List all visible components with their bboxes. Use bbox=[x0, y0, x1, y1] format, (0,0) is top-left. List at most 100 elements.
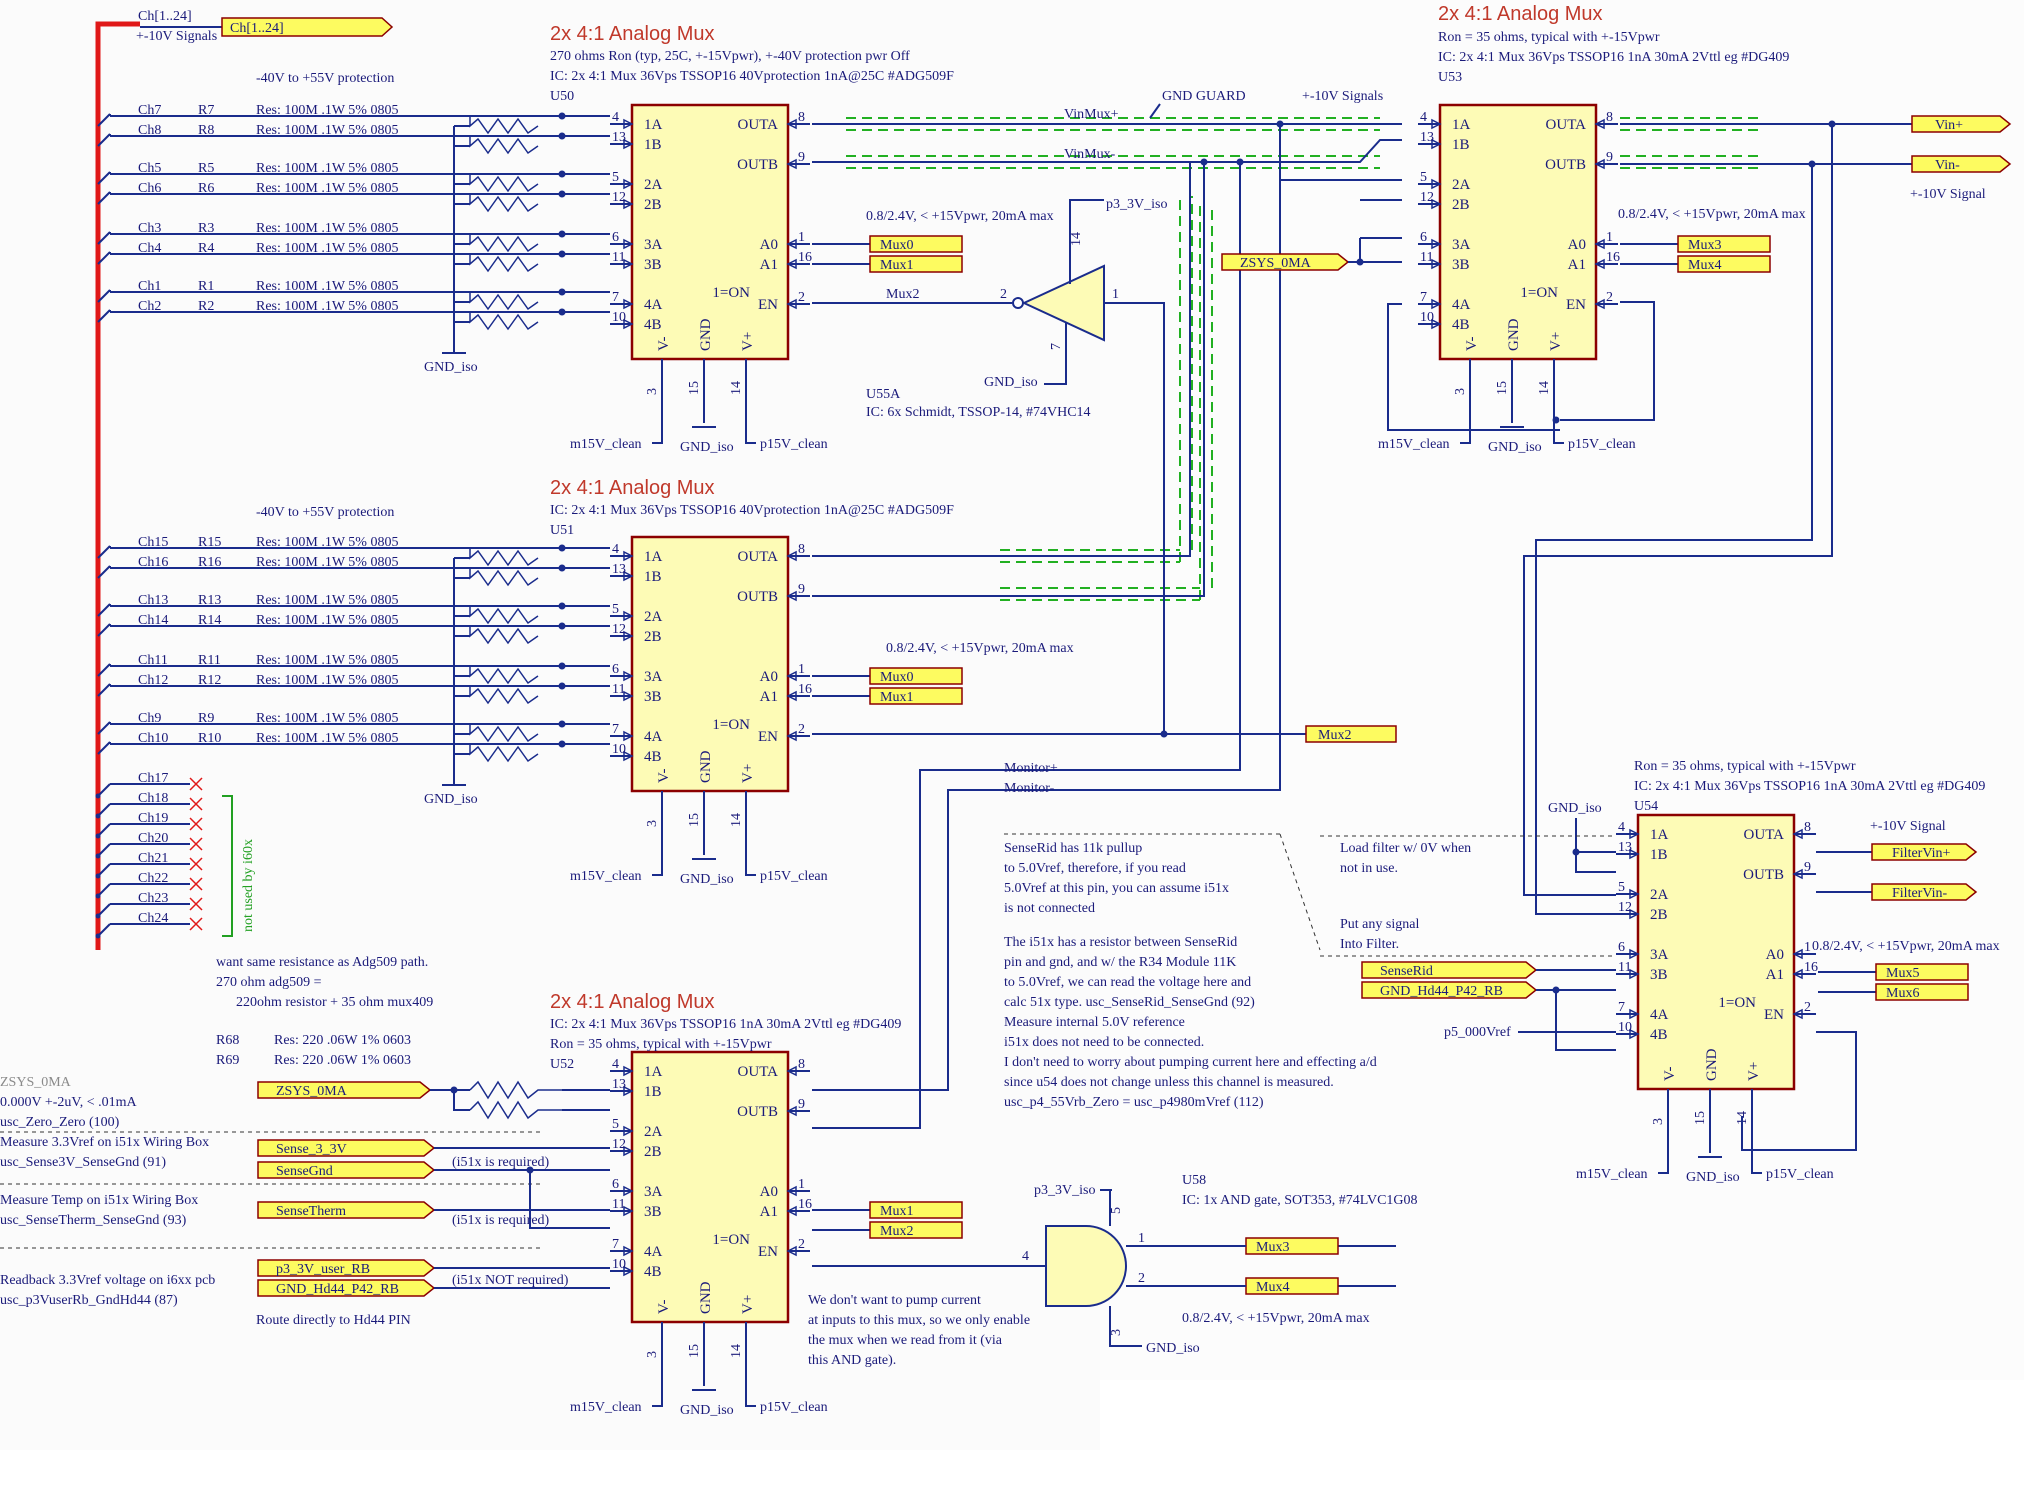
bus-entry bbox=[97, 289, 111, 303]
gndhd-port-u54: GND_Hd44_P42_RB bbox=[1380, 984, 1503, 999]
u51-title: 2x 4:1 Analog Mux bbox=[550, 477, 715, 499]
u50-ch-label: Ch7 bbox=[138, 103, 161, 118]
pin-number: 16 bbox=[798, 1197, 812, 1212]
no-connect bbox=[189, 817, 203, 831]
u52-same: want same resistance as Adg509 path. bbox=[216, 955, 428, 970]
select-port-label: Mux3 bbox=[1256, 1240, 1289, 1255]
u52-ref: U52 bbox=[550, 1057, 574, 1072]
pin-arrow bbox=[623, 298, 634, 310]
pin-arrow bbox=[623, 1125, 634, 1137]
junction bbox=[95, 873, 101, 879]
pin-arrow bbox=[623, 1145, 634, 1157]
unused-ch-label: Ch20 bbox=[138, 831, 168, 846]
select-port-label: Mux6 bbox=[1886, 986, 1919, 1001]
note-3: 5.0Vref at this pin, you can assume i51x bbox=[1004, 881, 1229, 896]
u54-signal-note: +-10V Signal bbox=[1870, 819, 1946, 834]
unused-ch-label: Ch18 bbox=[138, 791, 168, 806]
u50-ch-label: Ch5 bbox=[138, 161, 161, 176]
pin-name: 4B bbox=[644, 317, 662, 333]
bus-label: Ch[1..24] bbox=[138, 9, 192, 24]
resistor bbox=[469, 292, 539, 311]
pin-arrow bbox=[1792, 968, 1803, 980]
note-8: calc 51x type. usc_SenseRid_SenseGnd (92… bbox=[1004, 995, 1255, 1010]
u52-calc2: 220ohm resistor + 35 ohm mux409 bbox=[236, 995, 433, 1010]
pin-number: 12 bbox=[612, 190, 626, 205]
u54-gnd: GND_iso bbox=[1548, 801, 1602, 816]
gnd-label: GND_iso bbox=[1488, 440, 1542, 455]
u53-thresh: 0.8/2.4V, < +15Vpwr, 20mA max bbox=[1618, 207, 1806, 222]
u50-res-label: Res: 100M .1W 5% 0805 bbox=[256, 221, 398, 236]
u53-desc1: Ron = 35 ohms, typical with +-15Vpwr bbox=[1438, 30, 1660, 45]
select-port-label: Mux1 bbox=[880, 690, 913, 705]
pin-arrow bbox=[786, 1065, 797, 1077]
select-port-label: Mux3 bbox=[1688, 238, 1721, 253]
pin-number: 16 bbox=[798, 250, 812, 265]
pin-number: 6 bbox=[612, 662, 619, 677]
u50-gnd-label: GND_iso bbox=[424, 360, 478, 375]
u52-inputs: want same resistance as Adg509 path. 270… bbox=[0, 955, 1030, 1368]
m15-label: m15V_clean bbox=[570, 1400, 642, 1415]
pin-arrow bbox=[623, 1085, 634, 1097]
u50-r-label: R8 bbox=[198, 123, 214, 138]
m15-label: m15V_clean bbox=[1576, 1167, 1648, 1182]
pin-arrow bbox=[1431, 178, 1442, 190]
select-port bbox=[869, 1201, 963, 1219]
u50-r-label: R5 bbox=[198, 161, 214, 176]
u53-title: 2x 4:1 Analog Mux bbox=[1438, 3, 1603, 25]
pin-name: 4B bbox=[1650, 1027, 1668, 1043]
pin-arrow bbox=[1629, 908, 1640, 920]
mux2-label-u50: Mux2 bbox=[886, 287, 919, 302]
pin-arrow bbox=[1792, 1008, 1803, 1020]
svg-text:5: 5 bbox=[1109, 1207, 1124, 1214]
vin-plus-port: Vin+ bbox=[1935, 118, 1963, 133]
svg-text:3: 3 bbox=[1109, 1329, 1124, 1336]
u51-r-label: R15 bbox=[198, 535, 221, 550]
p15-label: p15V_clean bbox=[1568, 437, 1636, 452]
m15-label: m15V_clean bbox=[1378, 437, 1450, 452]
pin-name: 2A bbox=[644, 609, 663, 625]
note-5: The i51x has a resistor between SenseRid bbox=[1004, 935, 1237, 950]
pin-name: EN bbox=[758, 1244, 778, 1260]
gnd-label: GND_iso bbox=[680, 1403, 734, 1418]
u50-protect: -40V to +55V protection bbox=[256, 71, 394, 86]
no-connect bbox=[189, 897, 203, 911]
u51-res-label: Res: 100M .1W 5% 0805 bbox=[256, 653, 398, 668]
pin-name: 3B bbox=[644, 689, 662, 705]
pin-arrow bbox=[623, 690, 634, 702]
pin-number: 9 bbox=[1804, 860, 1811, 875]
pin-number: 14 bbox=[729, 813, 744, 827]
pin-arrow bbox=[623, 1265, 634, 1277]
u50-desc2: IC: 2x 4:1 Mux 36Vps TSSOP16 40Vprotecti… bbox=[550, 69, 954, 84]
u54-ref: U54 bbox=[1634, 799, 1658, 814]
bus-entry bbox=[97, 783, 111, 797]
pin-name: EN bbox=[1566, 297, 1586, 313]
zsys-port-u53: ZSYS_0MA bbox=[1240, 256, 1312, 271]
chip-u54 bbox=[1636, 813, 1796, 1091]
resistor bbox=[469, 568, 539, 587]
pin-arrow bbox=[786, 158, 797, 170]
pin-arrow bbox=[1792, 868, 1803, 880]
pin-name: 2A bbox=[644, 177, 663, 193]
pin-arrow bbox=[1629, 968, 1640, 980]
pin-en-note: 1=ON bbox=[712, 717, 750, 733]
select-port-label: Mux2 bbox=[880, 1224, 913, 1239]
unused-ch-label: Ch21 bbox=[138, 851, 168, 866]
pump4: this AND gate). bbox=[808, 1353, 896, 1368]
pin-en-note: 1=ON bbox=[1718, 995, 1756, 1011]
pin-name: 3A bbox=[1452, 237, 1471, 253]
pin-number: 10 bbox=[1420, 310, 1434, 325]
u51-res-label: Res: 100M .1W 5% 0805 bbox=[256, 535, 398, 550]
svg-text:2: 2 bbox=[1000, 287, 1007, 302]
pin-arrow bbox=[786, 1185, 797, 1197]
m15-wire bbox=[1460, 423, 1471, 444]
pin-name: 1A bbox=[1650, 827, 1669, 843]
u51-res-label: Res: 100M .1W 5% 0805 bbox=[256, 731, 398, 746]
measure33-a: Measure 3.3Vref on i51x Wiring Box bbox=[0, 1135, 209, 1150]
pin-number: 14 bbox=[729, 381, 744, 395]
select-port-label: Mux1 bbox=[880, 1204, 913, 1219]
junction bbox=[558, 622, 566, 630]
u50-res-label: Res: 100M .1W 5% 0805 bbox=[256, 241, 398, 256]
u50-r-label: R6 bbox=[198, 181, 214, 196]
pin-name: A1 bbox=[760, 689, 778, 705]
load-note-2: not in use. bbox=[1340, 861, 1398, 876]
